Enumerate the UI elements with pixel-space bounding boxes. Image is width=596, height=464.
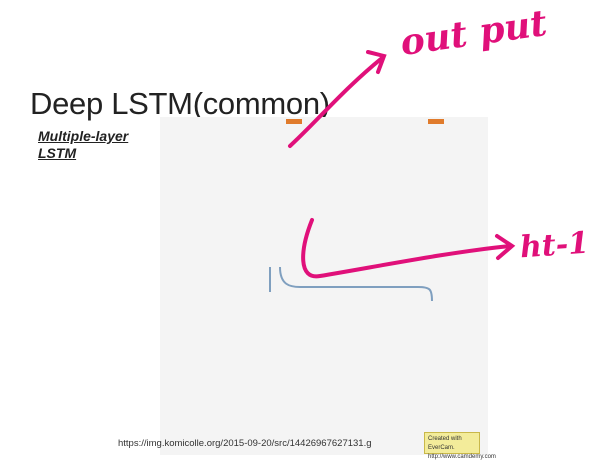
subtitle-line-1: Multiple-layer bbox=[38, 128, 129, 144]
source-url: https://img.komicolle.org/2015-09-20/src… bbox=[118, 438, 372, 449]
subtitle-line-2: LSTM bbox=[38, 145, 77, 161]
slide-subtitle: Multiple-layer LSTM bbox=[38, 128, 128, 162]
output-box-1 bbox=[286, 119, 302, 124]
watermark: Created with EverCam. http://www.camdemy… bbox=[424, 432, 496, 460]
slide-title: Deep LSTM(common) bbox=[30, 86, 330, 121]
annotation-ht-1: ht-1 bbox=[518, 225, 591, 266]
lstm-diagram-svg bbox=[269, 119, 444, 302]
lstm-diagram bbox=[160, 117, 488, 455]
output-box-2 bbox=[428, 119, 444, 124]
